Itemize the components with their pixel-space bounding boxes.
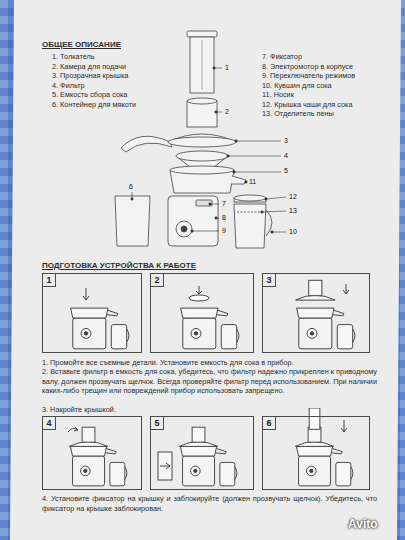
list-item: 12. Крышка чаши для сока: [262, 100, 353, 109]
section-heading: ПОДГОТОВКА УСТРОЙСТВА К РАБОТЕ: [42, 261, 196, 271]
list-item: 7. Фиксатор: [262, 52, 302, 61]
section-heading: ОБЩЕЕ ОПИСАНИЕ: [42, 40, 121, 50]
callout-number: 3: [284, 137, 288, 145]
step-panel: 4: [42, 416, 142, 490]
list-item: 4. Фильтр: [52, 81, 85, 90]
list-item: 1. Толкатель: [52, 52, 95, 61]
callout-number: 11: [249, 178, 256, 186]
list-item: 2. Камера для подачи: [52, 62, 126, 71]
juicer-exploded-view: [115, 31, 272, 248]
callout-number: 1: [225, 64, 229, 72]
step-panel: 6: [262, 416, 370, 490]
list-item: 11. Носик: [262, 90, 294, 99]
step-number: 2: [150, 273, 164, 287]
callout-number: 9: [222, 227, 226, 235]
step-panel: 1: [42, 273, 142, 353]
callout-number: 6: [129, 183, 133, 191]
instruction-text: 1. Промойте все съемные детали. Установи…: [42, 358, 377, 368]
step-panel: 2: [150, 273, 254, 353]
callout-number: 5: [284, 167, 288, 175]
paper-sheet: [10, 0, 401, 540]
instruction-text: 4. Установите фиксатор на крышку и забло…: [42, 494, 377, 513]
step-number: 4: [42, 416, 56, 430]
step-number: 3: [262, 273, 276, 287]
instruction-text: 2. Вставьте фильтр в емкость для сока, у…: [42, 367, 377, 396]
callout-number: 4: [284, 152, 288, 160]
list-item: 5. Емкость сбора сока: [52, 90, 127, 99]
callout-number: 10: [289, 228, 297, 236]
list-item: 3. Прозрачная крышка: [52, 71, 128, 80]
list-item: 6. Контейнер для мякоти: [52, 100, 136, 109]
instruction-text: 3. Накройте крышкой.: [42, 405, 377, 415]
step-panel: 5: [150, 416, 254, 490]
list-item: 8. Электромотор в корпусе: [262, 62, 353, 71]
callout-number: 13: [289, 207, 297, 215]
list-item: 9. Переключатель режимов: [262, 71, 355, 80]
watermark: Avito: [348, 517, 378, 533]
callout-number: 8: [222, 214, 226, 222]
callout-number: 2: [225, 108, 229, 116]
step-number: 5: [150, 416, 164, 430]
step-number: 6: [262, 416, 276, 430]
callout-number: 7: [222, 200, 226, 208]
callout-number: 12: [289, 193, 297, 201]
list-item: 13. Отделитель пены: [262, 109, 334, 118]
list-item: 10. Кувшин для сока: [262, 81, 332, 90]
step-number: 1: [42, 273, 56, 287]
step-panel: 3: [262, 273, 370, 353]
